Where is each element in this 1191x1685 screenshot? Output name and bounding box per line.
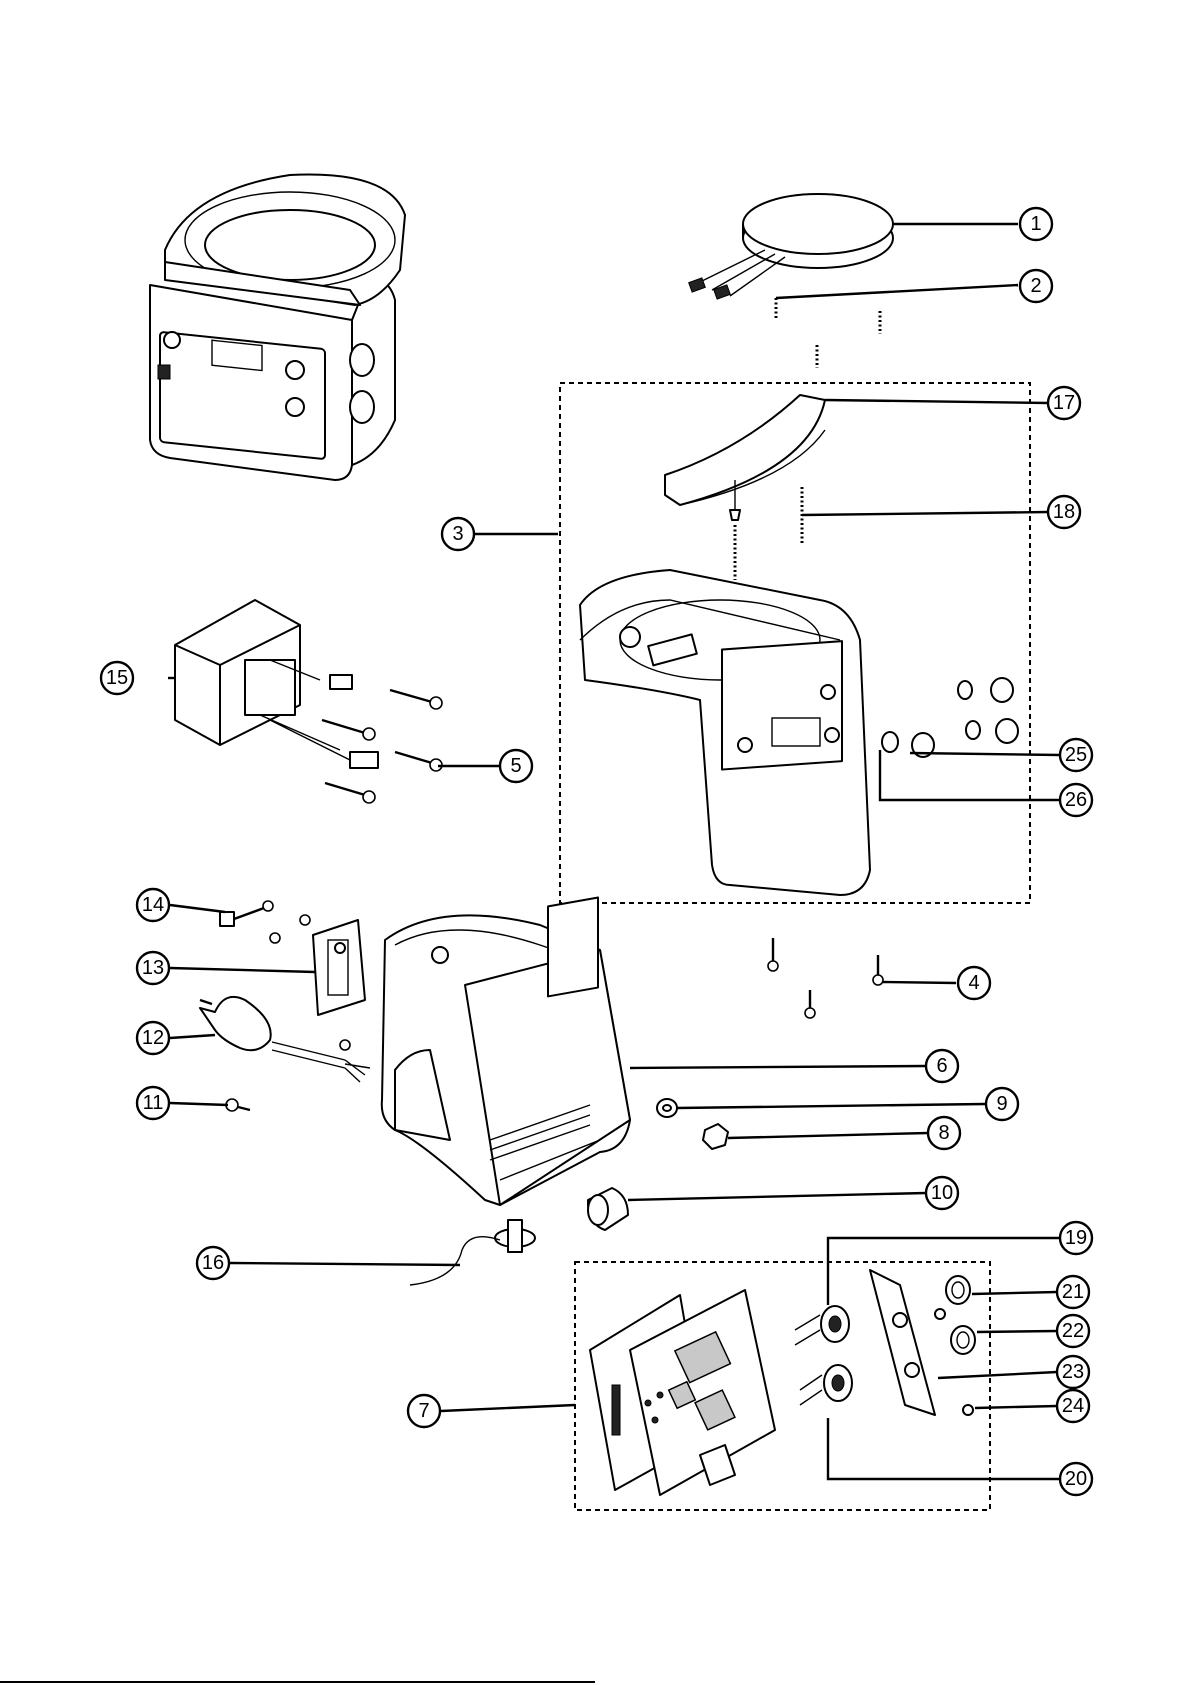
callout-7: 7 [408, 1395, 440, 1427]
svg-text:25: 25 [1065, 744, 1087, 766]
mounting-bracket-part [870, 1270, 935, 1415]
svg-text:9: 9 [996, 1093, 1007, 1115]
svg-text:15: 15 [106, 667, 128, 689]
svg-text:11: 11 [143, 1092, 164, 1114]
transformer-part [175, 600, 378, 768]
svg-text:21: 21 [1062, 1281, 1084, 1303]
callout-2: 2 [1020, 270, 1052, 302]
svg-text:5: 5 [510, 755, 521, 777]
svg-text:10: 10 [931, 1182, 953, 1204]
svg-text:2: 2 [1030, 275, 1041, 297]
callout-19: 19 [1060, 1222, 1092, 1254]
callout-17: 17 [1048, 387, 1080, 419]
svg-text:16: 16 [202, 1252, 224, 1274]
svg-text:22: 22 [1062, 1320, 1084, 1342]
svg-text:12: 12 [142, 1027, 164, 1049]
cord-clamp-part [313, 920, 365, 1015]
svg-text:20: 20 [1065, 1468, 1087, 1490]
callout-21: 21 [1057, 1276, 1089, 1308]
callout-12: 12 [137, 1022, 169, 1054]
callout-6: 6 [926, 1050, 958, 1082]
svg-text:3: 3 [452, 523, 463, 545]
svg-text:14: 14 [142, 894, 164, 916]
base-housing-part [382, 898, 630, 1205]
svg-text:4: 4 [968, 972, 979, 994]
svg-text:18: 18 [1053, 501, 1075, 523]
callout-8: 8 [928, 1117, 960, 1149]
svg-text:8: 8 [938, 1122, 949, 1144]
callout-4: 4 [958, 967, 990, 999]
svg-text:19: 19 [1065, 1227, 1087, 1249]
housing-screw-parts [768, 938, 883, 1018]
callout-5: 5 [500, 750, 532, 782]
callout-10: 10 [926, 1177, 958, 1209]
knob-parts [882, 678, 1018, 757]
svg-text:7: 7 [418, 1400, 429, 1422]
transformer-screw-parts [322, 690, 442, 803]
assembled-unit-illustration [150, 175, 405, 481]
svg-text:1: 1 [1030, 213, 1041, 235]
callout-24: 24 [1057, 1390, 1089, 1422]
callout-9: 9 [986, 1088, 1018, 1120]
callout-1: 1 [1020, 208, 1052, 240]
callout-11: 11 [137, 1087, 169, 1119]
callout-18: 18 [1048, 496, 1080, 528]
switch-parts [795, 1306, 852, 1405]
svg-text:26: 26 [1065, 789, 1087, 811]
spring-parts [776, 298, 880, 368]
svg-text:24: 24 [1062, 1395, 1084, 1417]
callout-15: 15 [101, 662, 133, 694]
svg-text:6: 6 [936, 1055, 947, 1077]
circuit-board-part [590, 1290, 775, 1495]
callout-20: 20 [1060, 1463, 1092, 1495]
callout-14: 14 [137, 889, 169, 921]
svg-text:13: 13 [142, 957, 164, 979]
temperature-sensor-part [410, 1220, 535, 1285]
callout-22: 22 [1057, 1315, 1089, 1347]
heating-plate-part [689, 194, 893, 299]
callout-23: 23 [1057, 1356, 1089, 1388]
knob-cap-parts [935, 1276, 975, 1415]
callout-3: 3 [442, 518, 474, 550]
callout-25: 25 [1060, 739, 1092, 771]
svg-text:23: 23 [1062, 1361, 1084, 1383]
callout-26: 26 [1060, 784, 1092, 816]
callout-16: 16 [197, 1247, 229, 1279]
svg-text:17: 17 [1053, 392, 1075, 414]
top-cover-part [580, 570, 870, 895]
long-screw-parts [735, 487, 802, 580]
callout-13: 13 [137, 952, 169, 984]
